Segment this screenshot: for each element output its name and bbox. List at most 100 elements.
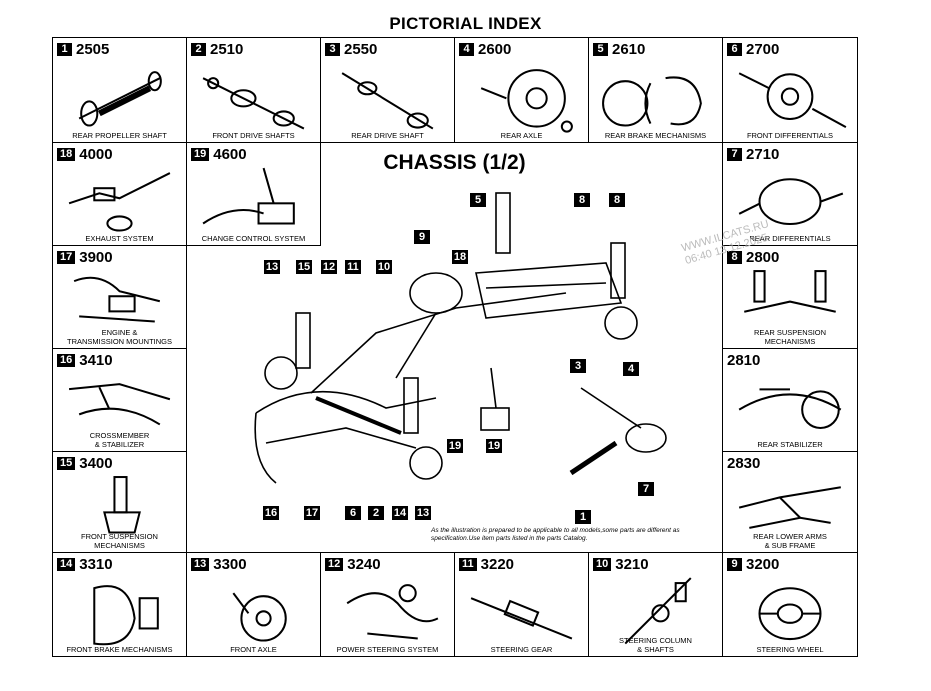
- rear-suspension-illustration: [744, 270, 836, 313]
- callout-8[interactable]: 8: [609, 193, 625, 207]
- callout-13[interactable]: 13: [264, 260, 280, 274]
- cell-caption: CHANGE CONTROL SYSTEM: [201, 233, 306, 243]
- cell-caption: CROSSMEMBER & STABILIZER: [89, 431, 150, 449]
- cell-number: 11: [459, 558, 477, 571]
- cell-code: 2600: [478, 41, 512, 58]
- index-cell-rear-axle[interactable]: 4 2600 REAR AXLE: [454, 37, 589, 143]
- cell-code: 2800: [746, 249, 780, 266]
- cell-caption: REAR LOWER ARMS & SUB FRAME: [753, 532, 827, 550]
- cell-code: 2505: [76, 41, 110, 58]
- engine-mounting-illustration: [73, 276, 161, 323]
- cell-caption: REAR DRIVE SHAFT: [351, 130, 424, 140]
- propeller-shaft-illustration: [78, 71, 162, 127]
- callout-5[interactable]: 5: [470, 193, 486, 207]
- callout-17[interactable]: 17: [304, 506, 320, 520]
- callout-2[interactable]: 2: [368, 506, 384, 520]
- chassis-title: CHASSIS (1/2): [383, 151, 526, 174]
- cell-code: 2700: [746, 41, 780, 58]
- steering-column-illustration: [624, 577, 692, 645]
- index-cell-rear-stabilizer[interactable]: 2810 REAR STABILIZER: [722, 348, 858, 452]
- cell-caption: EXHAUST SYSTEM: [85, 233, 154, 243]
- callout-9[interactable]: 9: [414, 230, 430, 244]
- cell-code: 2510: [210, 41, 244, 58]
- rear-stabilizer-illustration: [738, 388, 842, 429]
- callout-4[interactable]: 4: [623, 362, 639, 376]
- callout-13[interactable]: 13: [415, 506, 431, 520]
- callout-10[interactable]: 10: [376, 260, 392, 274]
- cell-code: 3200: [746, 556, 780, 573]
- rear-axle-illustration: [480, 69, 573, 133]
- cell-number: 18: [57, 148, 76, 161]
- cell-caption: STEERING WHEEL: [756, 644, 824, 654]
- cell-caption: FRONT SUSPENSION MECHANISMS: [81, 532, 158, 550]
- cell-code: 3310: [79, 556, 113, 573]
- callout-6[interactable]: 6: [345, 506, 361, 520]
- drive-shaft-illustration: [202, 77, 305, 130]
- cell-caption: REAR SUSPENSION MECHANISMS: [753, 328, 827, 346]
- callout-12[interactable]: 12: [321, 260, 337, 274]
- cell-number: 16: [57, 354, 76, 367]
- cell-code: 2810: [727, 352, 761, 369]
- cell-number: 14: [57, 558, 76, 571]
- front-suspension-illustration: [103, 476, 141, 534]
- callout-1[interactable]: 1: [575, 510, 591, 524]
- cell-number: 2: [191, 43, 206, 56]
- callout-7[interactable]: 7: [638, 482, 654, 496]
- cell-caption: ENGINE & TRANSMISSION MOUNTINGS: [66, 328, 172, 346]
- cell-code: 2710: [746, 146, 780, 163]
- cell-number: 19: [191, 148, 210, 161]
- cell-number: 12: [325, 558, 344, 571]
- cell-code: 2550: [344, 41, 378, 58]
- cell-number: 6: [727, 43, 742, 56]
- callout-15[interactable]: 15: [296, 260, 312, 274]
- cell-caption: POWER STEERING SYSTEM: [336, 644, 439, 654]
- cell-code: 3400: [79, 455, 113, 472]
- cell-caption: REAR STABILIZER: [757, 439, 823, 449]
- cell-number: 17: [57, 251, 76, 264]
- cell-caption: STEERING GEAR: [490, 644, 553, 654]
- lower-arms-illustration: [738, 486, 841, 529]
- cell-code: 2610: [612, 41, 646, 58]
- callout-19[interactable]: 19: [447, 439, 463, 453]
- callout-14[interactable]: 14: [392, 506, 408, 520]
- cell-number: 4: [459, 43, 474, 56]
- front-axle-illustration: [232, 592, 287, 642]
- cell-number: 10: [593, 558, 612, 571]
- index-cell-front-differentials[interactable]: 6 2700 FRONT DIFFERENTIALS: [722, 37, 858, 143]
- applicability-note: As the illustration is prepared to be ap…: [431, 527, 680, 542]
- cell-code: 3210: [615, 556, 649, 573]
- rear-drive-shaft-illustration: [341, 72, 434, 130]
- callout-11[interactable]: 11: [345, 260, 361, 274]
- cell-caption: REAR PROPELLER SHAFT: [72, 130, 167, 140]
- cell-code: 4000: [79, 146, 113, 163]
- callout-16[interactable]: 16: [263, 506, 279, 520]
- cell-caption: REAR AXLE: [500, 130, 543, 140]
- index-cell-rear-lower-arms[interactable]: 2830 REAR LOWER ARMS & SUB FRAME: [722, 451, 858, 553]
- callout-19[interactable]: 19: [486, 439, 502, 453]
- cell-code: 3300: [213, 556, 247, 573]
- callout-3[interactable]: 3: [570, 359, 586, 373]
- callout-8[interactable]: 8: [574, 193, 590, 207]
- cell-code: 2830: [727, 455, 761, 472]
- cell-number: 13: [191, 558, 210, 571]
- cell-caption: FRONT DIFFERENTIALS: [746, 130, 834, 140]
- brake-mechanism-illustration: [602, 76, 702, 127]
- callout-18[interactable]: 18: [452, 250, 468, 264]
